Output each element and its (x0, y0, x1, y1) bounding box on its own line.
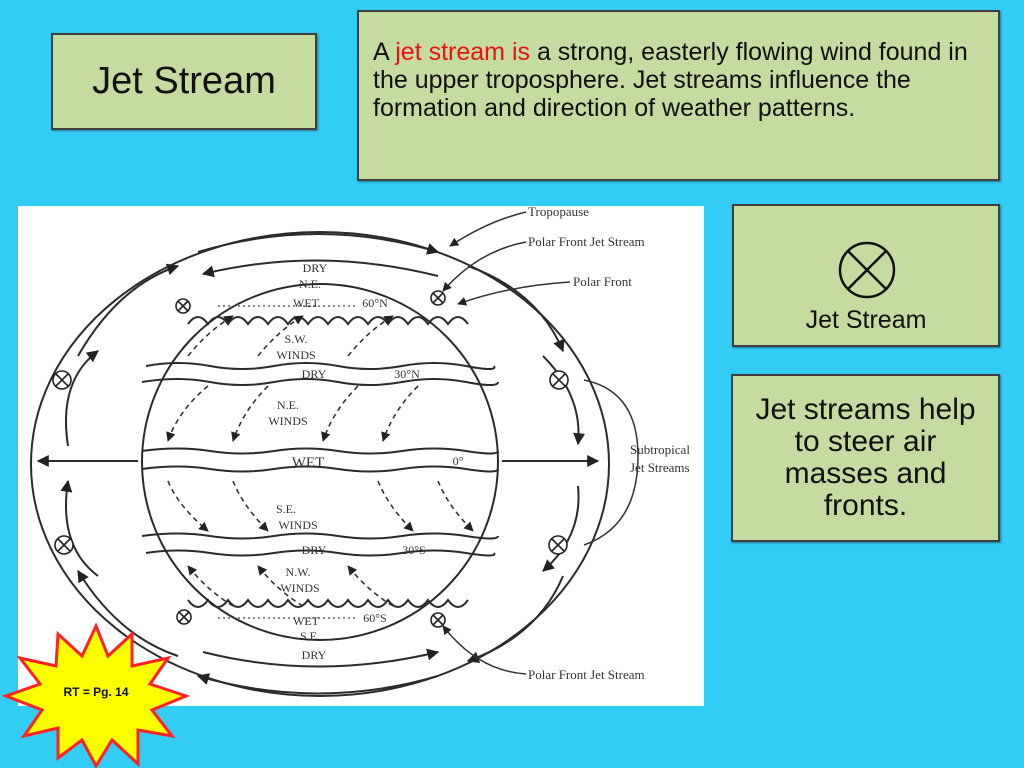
earth-circle (141, 283, 499, 641)
band-30s (141, 532, 499, 540)
starburst-icon (1, 622, 191, 768)
zone-se-winds-2: WINDS (278, 518, 317, 532)
zone-ne-top: N.E. (299, 277, 321, 291)
reference-badge: RT = Pg. 14 (1, 622, 191, 768)
zone-ne-winds-1: N.E. (277, 398, 299, 412)
zone-lat-60n: 60°N (362, 296, 388, 310)
zone-se-winds-1: S.E. (276, 502, 296, 516)
zone-se-bottom: S.E. (300, 629, 320, 643)
jet-symbol-polar-se (430, 612, 446, 628)
zone-wet-equator: WET (292, 455, 324, 471)
band-equator (141, 447, 499, 455)
label-polar-front-jet-top: Polar Front Jet Stream (528, 234, 645, 249)
zone-nw-winds-2: WINDS (280, 581, 319, 595)
cell-hadley-nw (65, 350, 99, 447)
zone-sw-winds-1: S.W. (285, 332, 308, 346)
zone-lat-0: 0° (453, 454, 464, 468)
cell-ferrel-nw (77, 263, 180, 357)
definition-rest: a strong, easterly flowing wind found in… (373, 38, 968, 122)
jet-symbol-polar-sw (176, 609, 192, 625)
zone-nw-winds-1: N.W. (286, 565, 311, 579)
zone-dry-30n: DRY (302, 367, 327, 381)
zone-wet-60n: WET (293, 296, 320, 310)
definition-text: A jet stream is a strong, easterly flowi… (373, 38, 984, 122)
label-polar-front: Polar Front (573, 274, 632, 289)
title-box: Jet Stream (51, 33, 317, 130)
note-box: Jet streams help to steer air masses and… (731, 374, 1000, 542)
zone-lat-30s: 30°S (402, 543, 425, 557)
page-title: Jet Stream (92, 60, 276, 102)
label-subtropical-1: Subtropical (630, 442, 690, 457)
cell-hadley-sw (60, 479, 99, 577)
definition-highlight: jet stream is (395, 38, 531, 66)
jet-symbol-polar-ne (430, 290, 446, 306)
note-text: Jet streams help to steer air masses and… (755, 393, 976, 522)
badge-text: RT = Pg. 14 (63, 685, 128, 699)
zone-ne-winds-2: WINDS (268, 414, 307, 428)
definition-box: A jet stream is a strong, easterly flowi… (357, 10, 1000, 181)
legend-box: Jet Stream (732, 204, 1000, 347)
label-subtropical-2: Jet Streams (630, 460, 690, 475)
circle-x-icon (838, 241, 896, 299)
definition-prefix: A (373, 38, 396, 66)
atmospheric-circulation-diagram: Tropopause Polar Front Jet Stream Polar … (30, 204, 690, 697)
zone-lat-60s: 60°S (363, 611, 386, 625)
cell-ferrel-sw (77, 569, 179, 657)
label-tropopause: Tropopause (528, 206, 589, 219)
jet-symbol-subtropical-se (548, 535, 568, 555)
cell-polar-south (196, 673, 439, 695)
cell-polar-north (197, 233, 440, 255)
jet-symbol-polar-nw (175, 298, 191, 314)
jet-symbol-subtropical-sw (54, 535, 74, 555)
label-polar-front-jet-bottom: Polar Front Jet Stream (528, 667, 645, 682)
zone-dry-30s: DRY (302, 543, 327, 557)
jet-stream-diagram: Tropopause Polar Front Jet Stream Polar … (18, 204, 704, 706)
tropopause-outline (30, 231, 610, 697)
zone-sw-winds-2: WINDS (276, 348, 315, 362)
zone-lat-30n: 30°N (394, 367, 420, 381)
zone-wet-60s: WET (293, 614, 320, 628)
polar-front-south (187, 598, 469, 608)
legend-label: Jet Stream (805, 306, 927, 334)
polar-front-north (187, 316, 469, 326)
jet-symbol-subtropical-ne (549, 370, 569, 390)
zone-dry-bottom: DRY (302, 648, 327, 662)
band-30n (145, 362, 496, 370)
zone-dry-top: DRY (303, 261, 328, 275)
jet-symbol-subtropical-nw (52, 370, 72, 390)
